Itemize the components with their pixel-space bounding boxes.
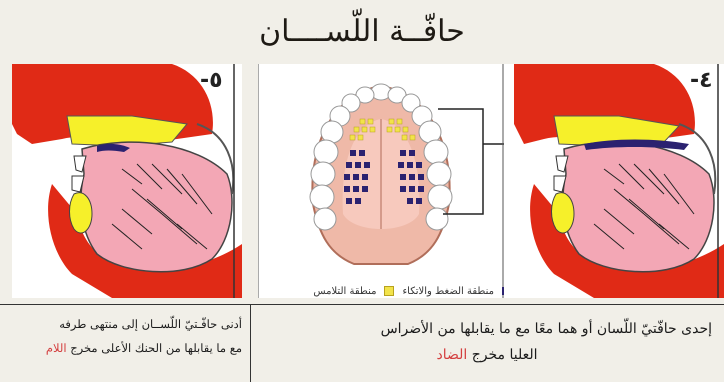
right-caption-line1: إحدى حافّتيّ اللّسان أو هما معًا مع ما ي… [262,316,712,342]
center-diagram-panel [258,64,504,298]
lower-teeth-yellow [552,193,575,233]
dad-articulation-diagram [504,64,724,298]
legend-pressure-label: منطقة الضغط والاتكاء [402,286,494,297]
legend-contact-label: منطقة التلامس [313,286,376,297]
left-caption-line2: مع ما يقابلها من الحنك الأعلى مخرج اللام [14,336,242,360]
palate-diagram [258,64,504,298]
left-caption-prefix: مع ما يقابلها من الحنك الأعلى مخرج [67,341,242,355]
center-legend: منطقة الضغط والاتكاء منطقة التلامس [270,282,510,300]
left-diagram-panel [12,64,242,298]
lower-teeth-yellow [70,193,93,233]
right-caption-line2: العليا مخرج الضاد [262,342,712,368]
right-caption: إحدى حافّتيّ اللّسان أو هما معًا مع ما ي… [262,316,712,368]
caption-separator [250,304,251,382]
right-diagram-panel [504,64,724,298]
page-title: حافّــة اللّســــان [0,4,724,60]
right-caption-highlight: الضاد [436,347,467,363]
caption-divider [0,304,724,305]
left-caption-line1: أدنى حافّـتيّ اللّســان إلى منتهى طرفه [14,312,242,336]
left-panel-number: -٥ [200,68,223,93]
left-caption: أدنى حافّـتيّ اللّســان إلى منتهى طرفه م… [14,312,242,360]
contact-swatch [384,286,394,296]
left-caption-highlight: اللام [46,341,67,355]
lam-articulation-diagram [12,64,242,298]
right-panel-number: -٤ [690,68,713,93]
right-caption-prefix: العليا مخرج [467,347,537,363]
